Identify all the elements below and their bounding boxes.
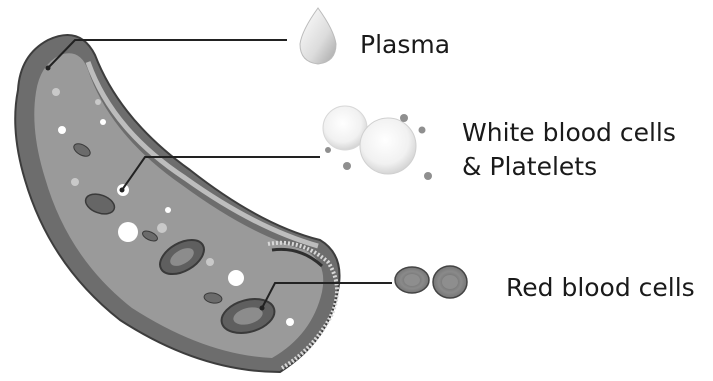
- white-blood-cells-label-line2: & Platelets: [462, 150, 676, 184]
- plasma-label-text: Plasma: [360, 30, 450, 59]
- red-blood-cells-label-text: Red blood cells: [506, 273, 695, 302]
- plasma-drop-icon: [300, 8, 336, 64]
- red-blood-cells-label: Red blood cells: [506, 271, 695, 305]
- white-blood-cells-label-line1: White blood cells: [462, 116, 676, 150]
- plasma-label: Plasma: [360, 28, 450, 62]
- red-blood-cells-icon: [395, 266, 467, 298]
- white-blood-cells-icon: [323, 106, 432, 180]
- white-blood-cells-label: White blood cells & Platelets: [462, 116, 676, 184]
